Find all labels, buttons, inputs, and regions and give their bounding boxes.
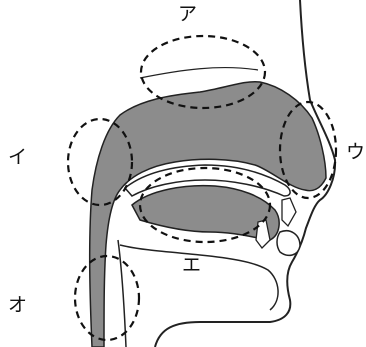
skull-line bbox=[140, 68, 258, 78]
throat-inner-line bbox=[118, 240, 126, 347]
label-region-o: オ bbox=[8, 296, 27, 315]
label-region-i: イ bbox=[8, 148, 27, 167]
label-region-e: エ bbox=[182, 256, 201, 275]
region-circle-o bbox=[75, 256, 139, 340]
upper-teeth bbox=[282, 198, 296, 226]
lower-lip bbox=[277, 231, 300, 256]
label-region-u: ウ bbox=[346, 143, 365, 162]
label-region-a: ア bbox=[178, 5, 197, 24]
